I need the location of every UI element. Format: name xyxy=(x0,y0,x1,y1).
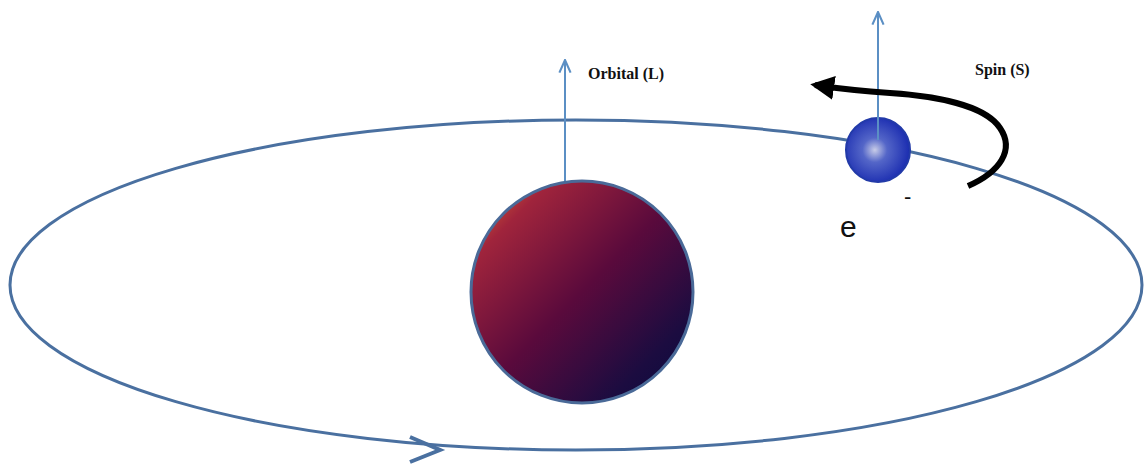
orbit-direction-arrow xyxy=(410,437,440,462)
electron-symbol: e xyxy=(840,212,857,242)
orbital-vector xyxy=(564,60,566,182)
spin-rotation-arrow xyxy=(815,85,1006,186)
nucleus xyxy=(471,181,693,403)
spin-vector xyxy=(877,12,879,140)
charge-sign: - xyxy=(904,186,911,208)
orbital-label: Orbital (L) xyxy=(588,66,664,82)
spin-label: Spin (S) xyxy=(975,62,1030,78)
orbit-ellipse xyxy=(10,120,1142,450)
